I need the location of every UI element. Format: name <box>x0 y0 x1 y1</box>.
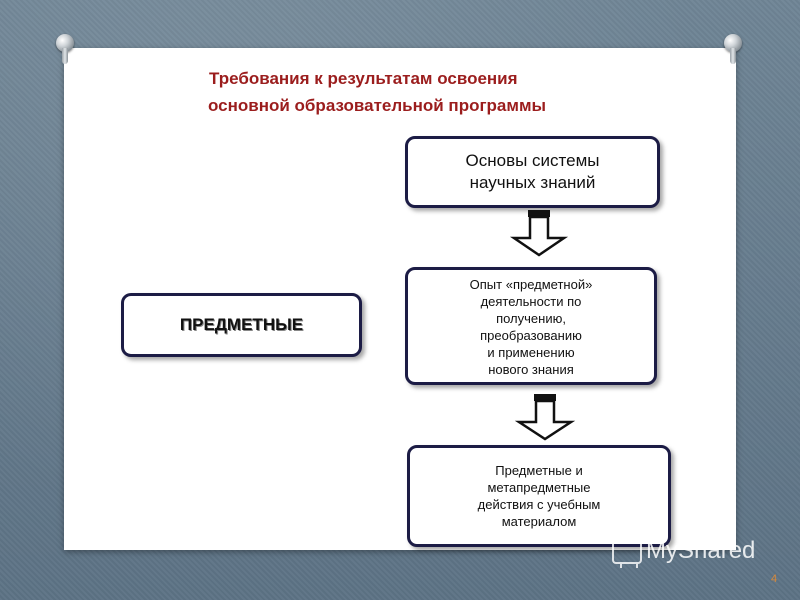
box-scientific-knowledge: Основы системы научных знаний <box>405 136 660 208</box>
box2-line: нового знания <box>488 362 574 377</box>
down-arrow-icon-2 <box>514 394 576 441</box>
left-category-label: ПРЕДМЕТНЫЕ <box>179 315 304 334</box>
box-subject-experience: Опыт «предметной» деятельности по получе… <box>405 267 657 385</box>
box2-line: Опыт «предметной» <box>469 277 593 292</box>
box3-line: метапредметные <box>487 480 591 495</box>
slide-title-line1: Требования к результатам освоения <box>209 69 518 88</box>
watermark-text: MyShared <box>646 537 756 564</box>
down-arrow-icon-1 <box>509 210 569 257</box>
watermark-icon <box>612 538 642 568</box>
box3-line: действия с учебным <box>477 497 601 512</box>
box3-line: Предметные и <box>495 463 583 478</box>
pushpin-left-icon <box>56 34 74 64</box>
page-number: 4 <box>771 573 778 585</box>
slide-title-line2: основной образовательной программы <box>208 96 547 115</box>
box2-line: деятельности по <box>480 294 582 309</box>
box2-line: получению, <box>496 311 566 326</box>
box1-line1: Основы системы <box>465 151 600 170</box>
box2-line: и применению <box>487 345 575 360</box>
box2-line: преобразованию <box>480 328 582 343</box>
watermark: MyShared <box>612 537 756 568</box>
left-category-box: ПРЕДМЕТНЫЕ <box>121 293 362 357</box>
box-learning-actions: Предметные и метапредметные действия с у… <box>407 445 671 547</box>
box3-line: материалом <box>501 514 577 529</box>
box1-line2: научных знаний <box>469 173 596 192</box>
pushpin-right-icon <box>724 34 742 64</box>
